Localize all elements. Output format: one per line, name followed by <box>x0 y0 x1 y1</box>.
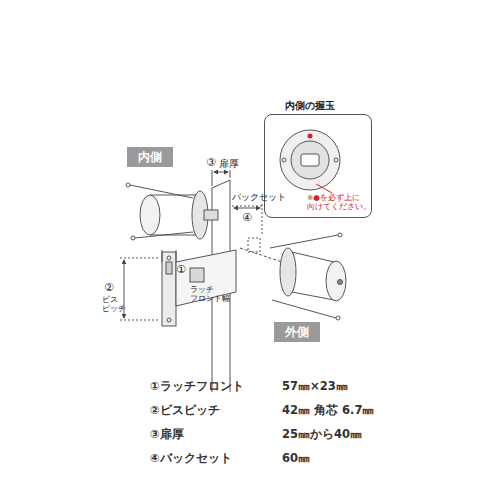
node-title: 内側の握玉 <box>283 99 337 113</box>
spec-label: ③扉厚 <box>150 428 184 441</box>
inset-frame: 内側の握玉※●を必ず上に 向けてください。 <box>264 114 372 218</box>
dimension-label: ビス ピッチ <box>102 296 124 313</box>
spec-label: ②ビスピッチ <box>150 404 220 417</box>
dimension-label: バックセット <box>232 192 286 202</box>
spec-value: 60㎜ <box>282 452 310 465</box>
spec-label: ④バックセット <box>150 452 232 465</box>
inside-knob <box>126 183 218 240</box>
spec-value: 57㎜×23㎜ <box>282 380 348 393</box>
side-tag: 内側 <box>127 147 173 167</box>
outside-knob <box>240 233 346 320</box>
node-title: 外側 <box>285 324 309 341</box>
side-tag: 外側 <box>274 322 320 342</box>
inset-knob <box>280 130 340 193</box>
callout-number: ③ <box>206 157 216 170</box>
spec-value: 42㎜ 角芯 6.7㎜ <box>282 404 374 417</box>
dimension-label: ラッチ フロント幅 <box>190 286 232 303</box>
latch <box>120 250 236 326</box>
spec-label: ①ラッチフロント <box>150 380 244 393</box>
spec-value: 25㎜から40㎜ <box>282 428 362 441</box>
node-note: ※●を必ず上に 向けてください。 <box>307 193 371 211</box>
dimension-label: 扉厚 <box>219 158 239 170</box>
node-title: 内側 <box>138 149 162 166</box>
callout-number: ④ <box>242 212 252 225</box>
callout-number: ① <box>176 264 186 277</box>
callout-number: ② <box>104 282 114 295</box>
